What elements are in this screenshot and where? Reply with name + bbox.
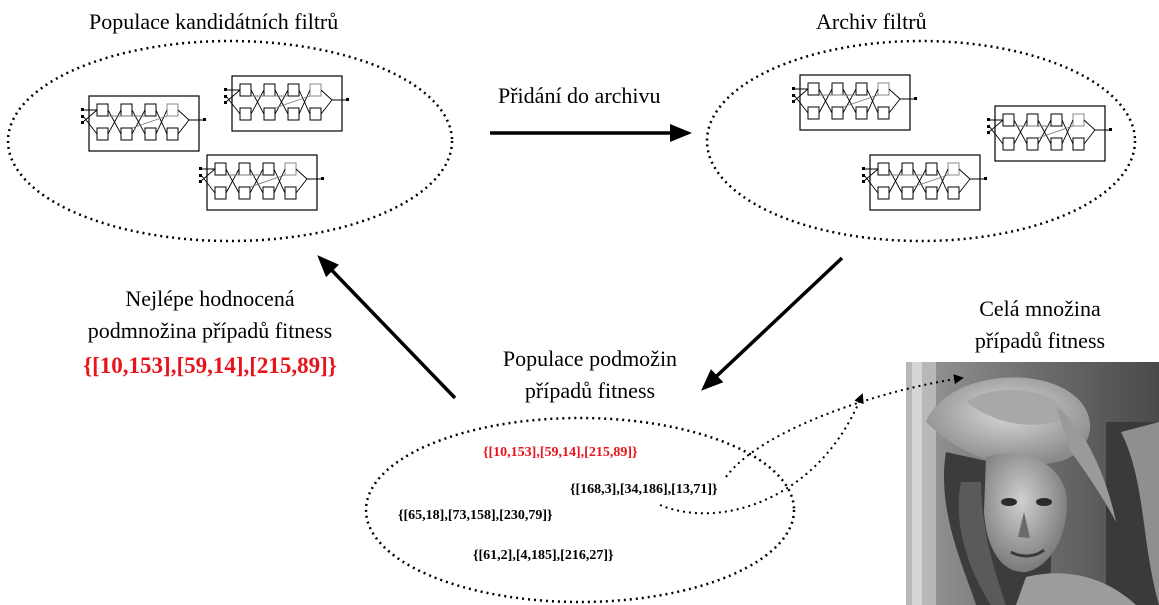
subset-4: {[61,2],[4,185],[216,27]} <box>473 548 614 563</box>
archive-ellipse <box>705 39 1137 243</box>
archive-filter-2-icon <box>986 105 1113 162</box>
subsets-to-candidates-arrow <box>317 255 457 400</box>
candidate-filter-1-icon <box>80 95 207 152</box>
full-set-label-line2: případů fitness <box>974 328 1106 353</box>
candidate-population-label: Populace kandidátních filtrů <box>89 9 339 34</box>
candidate-population-ellipse <box>6 39 454 243</box>
subset-population-ellipse <box>364 416 796 604</box>
candidate-filter-3-icon <box>198 154 325 211</box>
archive-filter-1-icon <box>791 74 918 131</box>
add-to-archive-label: Přidání do archivu <box>498 83 661 108</box>
candidate-filter-2-icon <box>223 75 350 132</box>
subset-to-image-link-1 <box>725 374 964 478</box>
subset-to-image-link-2 <box>659 393 864 515</box>
subset-1: {[10,153],[59,14],[215,89]} <box>483 445 638 460</box>
subset-3: {[65,18],[73,158],[230,79]} <box>398 508 553 523</box>
subset-population-label-line2: případů fitness <box>524 378 656 403</box>
archive-label: Archiv filtrů <box>816 9 927 34</box>
best-subset-label-line2: podmnožina případů fitness <box>87 318 333 343</box>
full-fitness-set-image <box>906 362 1159 605</box>
archive-filter-3-icon <box>861 154 988 211</box>
full-set-label-line1: Celá množina <box>979 296 1101 321</box>
best-subset-label-line1: Nejlépe hodnocená <box>125 286 295 311</box>
subset-2: {[168,3],[34,186],[13,71]} <box>570 482 718 497</box>
archive-to-subsets-arrow <box>701 256 844 391</box>
portrait-image-icon <box>906 362 1159 605</box>
best-subset-value: {[10,153],[59,14],[215,89]} <box>83 353 337 378</box>
subset-population-label-line1: Populace podmožin <box>502 346 678 371</box>
